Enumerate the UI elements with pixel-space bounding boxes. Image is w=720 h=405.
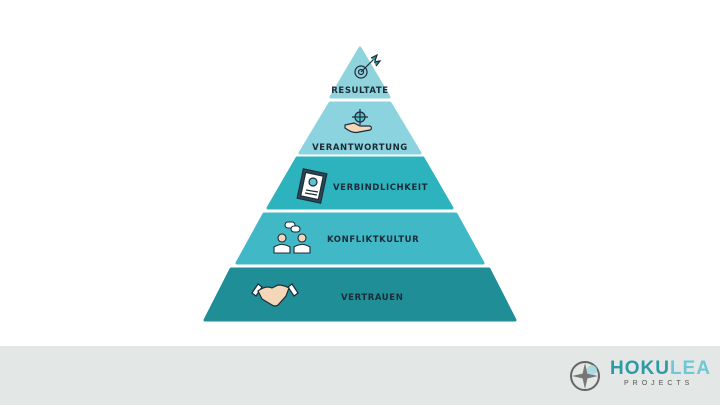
level-verbindlichkeit: VERBINDLICHKEIT xyxy=(266,156,454,210)
clipboard-check-icon xyxy=(296,168,328,204)
level-label: KONFLIKTKULTUR xyxy=(327,235,419,245)
people-chat-icon xyxy=(273,221,311,254)
level-vertrauen: VERTRAUEN xyxy=(203,267,517,322)
target-arrow-icon xyxy=(354,53,382,79)
level-label: VERANTWORTUNG xyxy=(312,143,408,153)
logo-text-a: HOKU xyxy=(610,358,670,379)
logo-wordmark: HOKULEA xyxy=(610,358,711,380)
logo-subtitle: PROJECTS xyxy=(624,380,694,387)
hokulea-logo: HOKULEA PROJECTS xyxy=(568,358,711,394)
compass-logo-icon xyxy=(570,361,600,391)
pyramid-diagram: RESULTATE VERANTWORTUNG VERBINDLICHKEIT … xyxy=(203,46,517,322)
level-resultate: RESULTATE xyxy=(329,46,391,99)
footer-bar xyxy=(0,346,720,405)
level-konfliktkultur: KONFLIKTKULTUR xyxy=(235,212,485,265)
level-label: RESULTATE xyxy=(331,86,388,96)
handshake-icon xyxy=(251,283,299,307)
level-label: VERBINDLICHKEIT xyxy=(333,183,428,193)
hand-target-icon xyxy=(344,109,373,134)
logo-text-b: LEA xyxy=(669,358,711,379)
level-label: VERTRAUEN xyxy=(341,293,403,303)
level-shape xyxy=(203,267,517,322)
level-verantwortung: VERANTWORTUNG xyxy=(298,101,422,155)
